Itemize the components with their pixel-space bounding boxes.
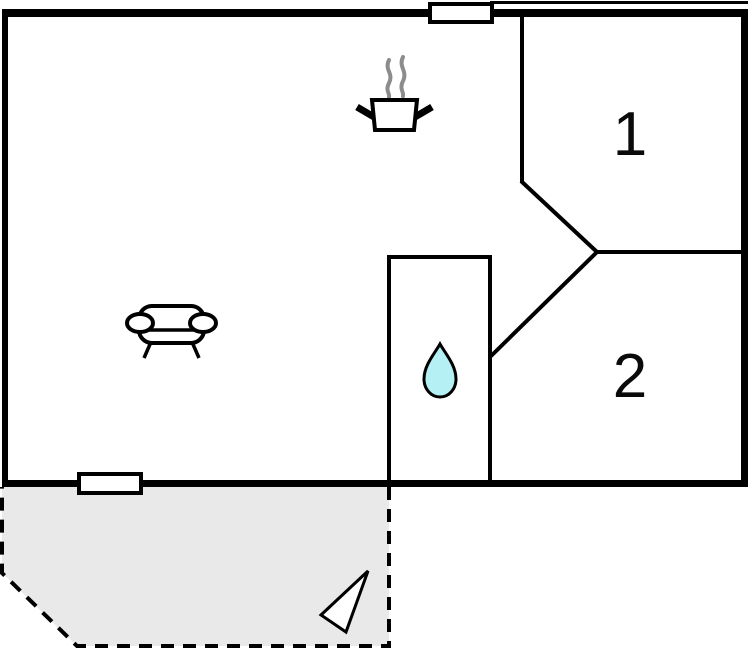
sofa-icon <box>125 304 218 359</box>
sofa-armrest-right <box>188 312 218 334</box>
windows <box>77 2 494 495</box>
terrace-area <box>0 487 391 648</box>
room-2-label: 2 <box>612 342 648 411</box>
room1-diagonal-wall <box>519 179 599 254</box>
terrace-dashed-border <box>0 487 391 648</box>
interior-walls <box>487 15 744 360</box>
terrace-fill <box>2 487 389 646</box>
pot-handle-left <box>355 103 376 121</box>
top-window <box>428 2 494 24</box>
pot-body <box>369 98 420 132</box>
sofa-armrest-left <box>125 312 155 334</box>
room-1-label: 1 <box>612 100 648 169</box>
top-wall <box>2 9 748 17</box>
cooking-pot-icon <box>355 55 434 132</box>
steam-line-left <box>385 58 393 99</box>
water-drop-icon <box>422 340 458 399</box>
bottom-wall <box>2 480 748 487</box>
north-arrow-icon <box>318 569 370 635</box>
top-offset-line <box>490 1 748 4</box>
outer-walls <box>2 1 748 487</box>
pot-handle-right <box>413 103 434 121</box>
left-wall <box>2 9 8 487</box>
bottom-window <box>77 472 143 495</box>
steam-line-right <box>399 55 407 98</box>
right-wall <box>741 9 748 487</box>
room2-diagonal-wall <box>487 250 599 360</box>
